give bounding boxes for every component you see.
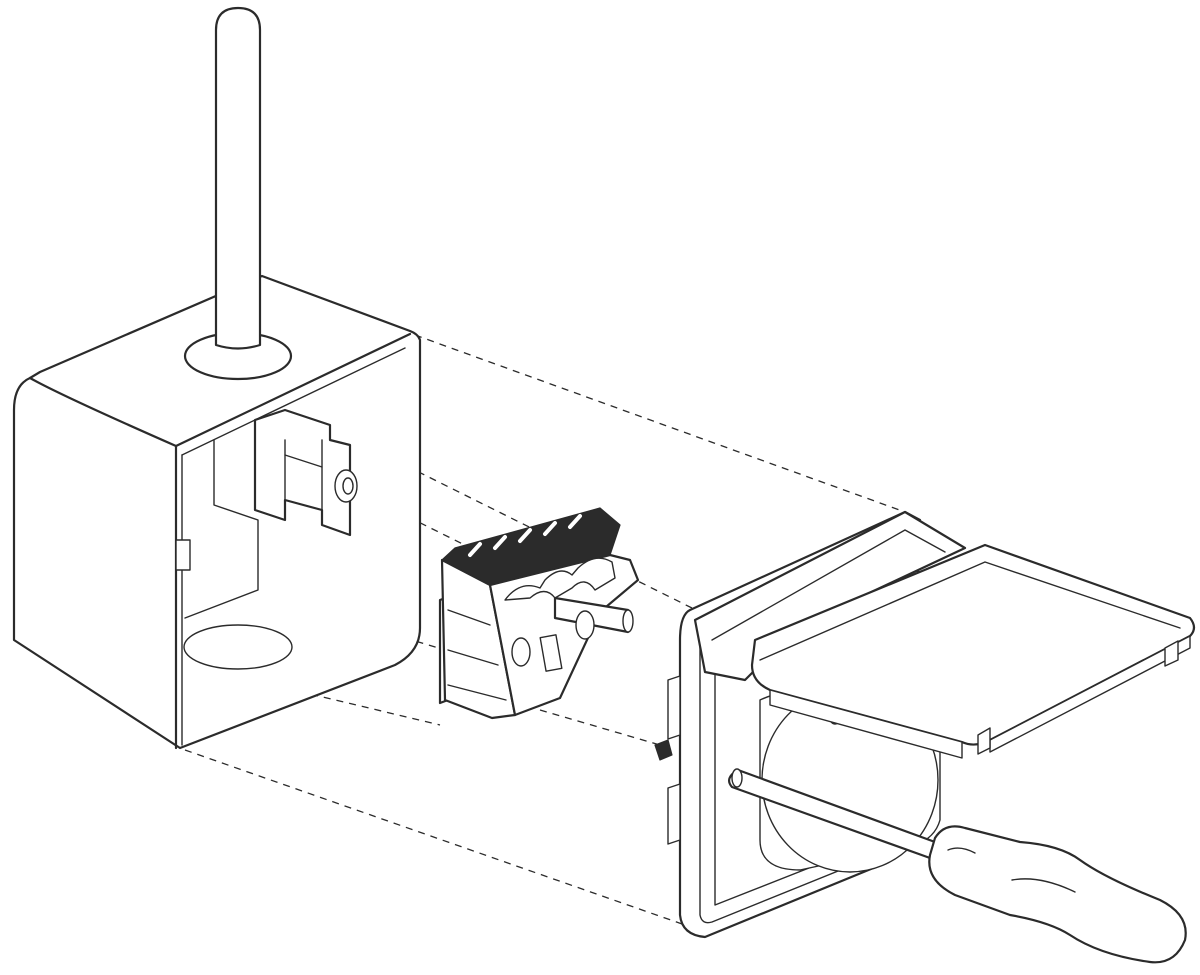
junction-box-inner-wall: [184, 439, 259, 619]
socket-hole-left: [511, 637, 531, 667]
conduit-pipe: [214, 6, 262, 350]
screwdriver: [728, 768, 1187, 964]
junction-box-top-edge: [28, 376, 178, 448]
weatherproof-socket-cover: [654, 510, 1196, 939]
socket-hole-right: [575, 610, 595, 640]
junction-box-top-front-edge: [174, 332, 412, 448]
conduit-pipe-icon: [214, 6, 262, 350]
guide-line-top: [414, 334, 906, 513]
guide-line-lower-right: [539, 709, 661, 746]
bottom-knockout: [183, 624, 293, 670]
junction-box: [12, 274, 422, 750]
guide-line-bottom: [184, 749, 686, 926]
socket-insert: [438, 507, 640, 720]
socket-contact-clips: [504, 557, 616, 601]
junction-box-body: [12, 274, 422, 750]
cover-lid-edge: [769, 689, 963, 759]
inner-mounting-block: [253, 408, 352, 537]
screwdriver-handle: [928, 825, 1187, 964]
socket-insert-ribbed-top: [441, 507, 621, 586]
junction-box-rim-inner: [181, 347, 406, 456]
cover-screw-tip: [654, 739, 673, 761]
side-terminal-stub: [175, 539, 191, 571]
socket-center-slot: [539, 634, 563, 672]
